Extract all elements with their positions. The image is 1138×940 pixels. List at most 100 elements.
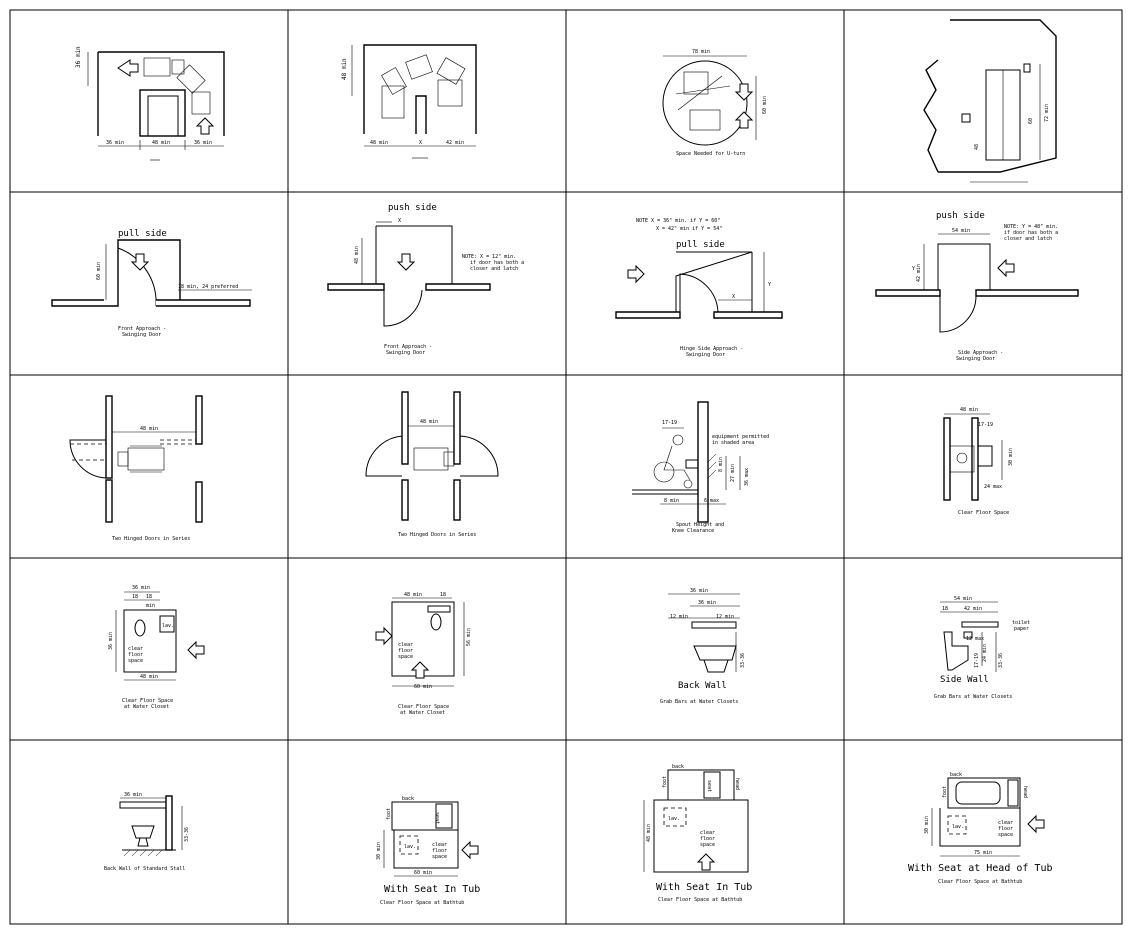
label: back bbox=[950, 772, 962, 778]
heading: push side bbox=[936, 211, 985, 221]
dim-label: 33-36 bbox=[998, 653, 1004, 668]
panel-clear-floor-space: 48 min 17-19 30 min 24 max Clear Floor S… bbox=[943, 407, 1014, 516]
caption: Two Hinged Doors in Series bbox=[398, 532, 476, 538]
panel-front-approach-pull: pull side 60 min 18 min, 24 preferred Fr… bbox=[51, 229, 252, 338]
dim-label: X bbox=[419, 140, 422, 146]
dim-label: 48 min bbox=[152, 140, 170, 146]
caption: Knee Clearance bbox=[672, 528, 714, 534]
dim-label: 54 min bbox=[952, 228, 970, 234]
caption: Swinging Door bbox=[386, 350, 425, 356]
panel-back-wall-stall: 36 min 33-36 Back Wall of Standard Stall bbox=[104, 792, 190, 872]
dim-label: 8 min bbox=[718, 457, 724, 472]
dim-label: 36 max bbox=[744, 468, 750, 486]
label: lav. bbox=[404, 844, 416, 850]
dim-label: 60 bbox=[1028, 118, 1034, 124]
panel-wc-clear-floor-a: 36 min 18 18 min lav. clear floor space … bbox=[108, 585, 205, 710]
arrow-left-icon bbox=[997, 258, 1015, 278]
note: equipment permitted bbox=[712, 434, 769, 440]
label: space bbox=[128, 658, 143, 664]
dim-label: 30 min bbox=[376, 842, 382, 860]
label: space bbox=[398, 654, 413, 660]
caption: Swinging Door bbox=[686, 352, 725, 358]
label: space bbox=[700, 842, 715, 848]
arrow-down-icon bbox=[396, 253, 416, 271]
panel-bathtub-seat-a: back seat foot lav. clear floor space 30… bbox=[376, 796, 480, 906]
arrow-left-icon bbox=[1027, 814, 1045, 834]
dim-label: 17-19 bbox=[662, 420, 677, 426]
heading: Side Wall bbox=[940, 675, 989, 685]
dim-label: 36 min bbox=[124, 792, 142, 798]
wheelchair-icon bbox=[117, 445, 165, 473]
note: in shaded area bbox=[712, 440, 754, 446]
caption: at Water Closet bbox=[400, 710, 445, 716]
caption: Front Approach - bbox=[384, 344, 432, 350]
wheelchair-icon bbox=[381, 54, 466, 119]
caption: Space Needed for U-turn bbox=[676, 151, 745, 157]
dim-label: min bbox=[146, 603, 155, 609]
panel-wc-clear-floor-b: 48 min 18 clear floor space 56 min 60 mi… bbox=[375, 592, 472, 716]
dim-label: 48 min bbox=[140, 426, 158, 432]
note: X = 42" min if Y = 54" bbox=[656, 226, 722, 232]
wheelchair-icon bbox=[949, 445, 975, 473]
heading: pull side bbox=[676, 240, 725, 250]
dim-label: 8 min bbox=[664, 498, 679, 504]
label: foot bbox=[662, 776, 668, 788]
arrow-left-icon bbox=[117, 59, 139, 77]
caption: Grab Bars at Water Closets bbox=[934, 694, 1012, 700]
caption: Clear Floor Space bbox=[122, 698, 173, 704]
dim-label: 18 bbox=[942, 606, 948, 612]
caption: Clear Floor Space bbox=[958, 510, 1009, 516]
label: seat bbox=[706, 780, 712, 792]
panel-hinge-side-approach: NOTE X = 36" min. if Y = 60" X = 42" min… bbox=[615, 218, 783, 358]
dim-label: 18 bbox=[440, 592, 446, 598]
heading: pull side bbox=[118, 229, 167, 239]
dim-label: 24 max bbox=[984, 484, 1002, 490]
dim-label: 48 min bbox=[140, 674, 158, 680]
label: seat bbox=[434, 812, 440, 824]
dim-label: 27 min bbox=[730, 464, 736, 482]
arrow-up-icon bbox=[696, 853, 716, 871]
panel-front-approach-push: push side X 48 min NOTE: X = 12" min. if… bbox=[327, 203, 524, 356]
panel-bathtub-seat-b: back seat foot head lav. clear floor spa… bbox=[643, 764, 752, 903]
note: NOTE X = 36" min. if Y = 60" bbox=[636, 218, 720, 224]
label: clear bbox=[998, 820, 1013, 826]
note: if door has both a bbox=[470, 260, 524, 266]
wheelchair-icon bbox=[413, 447, 455, 471]
label: floor bbox=[432, 848, 447, 854]
dim-label: 48 min bbox=[354, 246, 360, 264]
heading: With Seat at Head of Tub bbox=[908, 863, 1053, 874]
dim-label: 48 min bbox=[420, 419, 438, 425]
arrow-up-icon bbox=[410, 661, 430, 679]
grid-frame bbox=[9, 9, 1123, 925]
dim-label: 30 min bbox=[924, 816, 930, 834]
caption: Swinging Door bbox=[956, 356, 995, 362]
caption: Hinge Side Approach - bbox=[680, 346, 743, 352]
label: lav. bbox=[952, 824, 964, 830]
panel-u-turn: 78 min 60 min Space Needed for U-turn bbox=[662, 49, 768, 157]
heading: push side bbox=[388, 203, 437, 213]
label: paper bbox=[1014, 626, 1029, 632]
note: if door has both a bbox=[1004, 230, 1058, 236]
note: closer and latch bbox=[1004, 236, 1052, 242]
dim-label: 48 min bbox=[646, 824, 652, 842]
heading: Back Wall bbox=[678, 681, 727, 691]
dim-label: 24 min bbox=[982, 644, 988, 662]
arrow-left-icon bbox=[461, 840, 479, 860]
dim-label: 17-19 bbox=[978, 422, 993, 428]
dim-label: 42 min bbox=[964, 606, 982, 612]
note: closer and latch bbox=[470, 266, 518, 272]
caption: Side Approach - bbox=[958, 350, 1003, 356]
dim-label: 12 min bbox=[716, 614, 734, 620]
dim-label: Y bbox=[912, 266, 915, 272]
panel-two-doors-a: 48 min Two Hinged Doors in Series bbox=[69, 395, 203, 542]
arrow-right-icon bbox=[627, 264, 645, 284]
caption: Clear Floor Space bbox=[398, 704, 449, 710]
dim-label: 60 min bbox=[414, 684, 432, 690]
dim-label: 60 min bbox=[762, 96, 768, 114]
dim-label: 18 bbox=[132, 594, 138, 600]
dim-label: 54 min bbox=[954, 596, 972, 602]
dim-label: 78 min bbox=[692, 49, 710, 55]
dim-label: 60 min bbox=[96, 262, 102, 280]
caption: at Water Closet bbox=[124, 704, 169, 710]
